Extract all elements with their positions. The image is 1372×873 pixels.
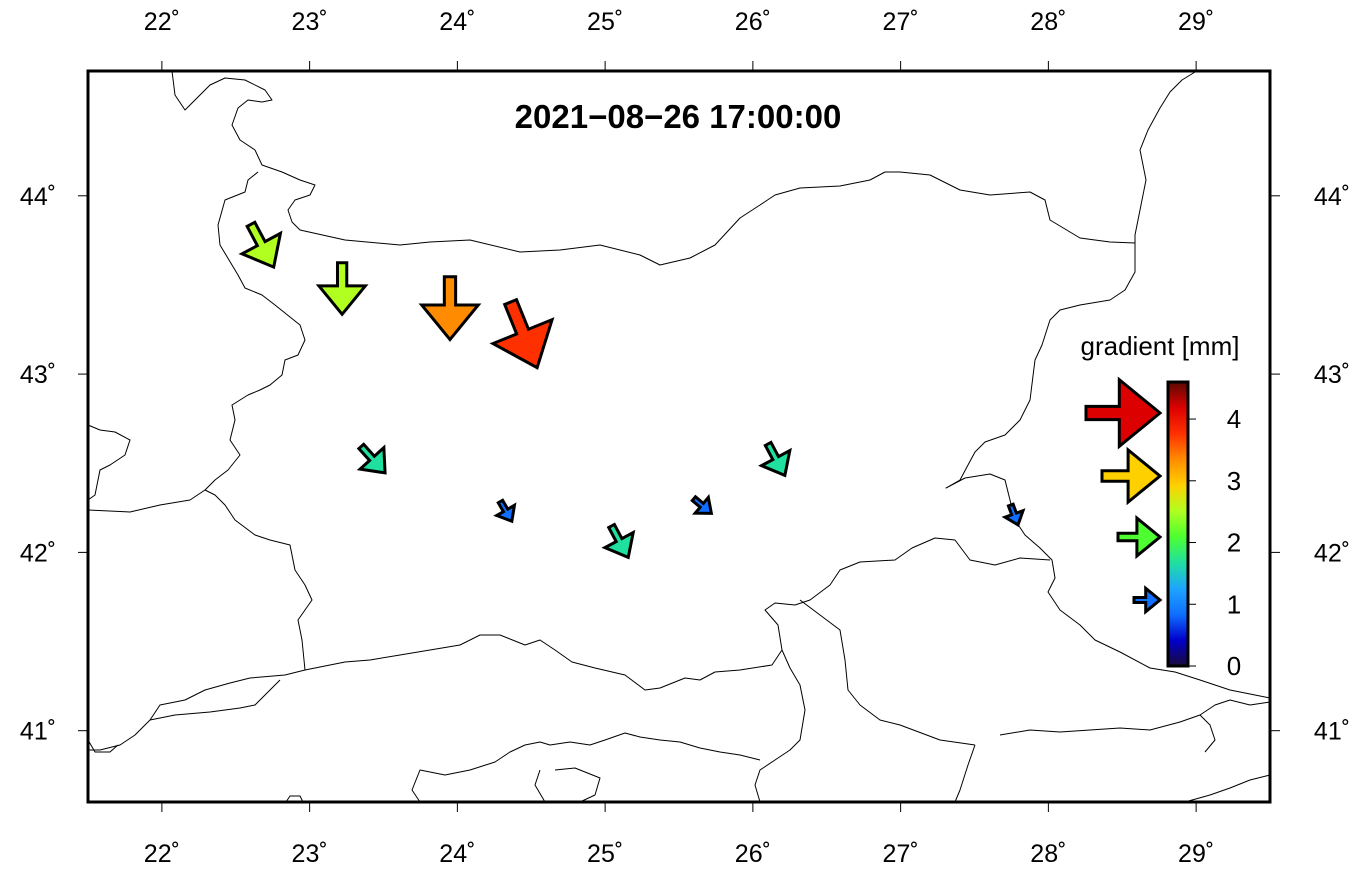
colorbar-tick-label: 0 <box>1227 651 1241 681</box>
station-arrow-s4 <box>489 297 555 370</box>
greece-turkey-border <box>411 649 806 803</box>
lat-label-left: 41˚ <box>20 718 56 746</box>
colorbar-tick-label: 3 <box>1227 466 1241 496</box>
lon-label-bottom: 27˚ <box>883 840 919 868</box>
axis-ticks: 22˚ 22˚ 23˚ 23˚ 24˚ 24˚ 25˚ 25˚ 26˚ 26˚ 27˚ 27˚ 28˚ 2… <box>20 8 1350 868</box>
serbia-romania-border <box>171 70 273 151</box>
lat-label-right: 41˚ <box>1314 718 1350 746</box>
lat-label-left: 42˚ <box>20 539 56 567</box>
colorbar-tick-label: 2 <box>1227 528 1241 558</box>
colorbar-tick-label: 1 <box>1227 589 1241 619</box>
legend-sample-arrows <box>1084 376 1163 615</box>
station-arrow-s8 <box>690 494 714 515</box>
lon-label-top: 25˚ <box>587 8 623 36</box>
lat-label-left: 43˚ <box>20 361 56 389</box>
serbia-west-border <box>87 424 206 513</box>
turkey-border <box>799 599 1271 803</box>
colorbar-ticks: 0 1 2 3 4 <box>1188 404 1241 681</box>
lon-label-top: 28˚ <box>1030 8 1066 36</box>
map-title: 2021−08−26 17:00:00 <box>515 98 842 135</box>
lon-label-bottom: 24˚ <box>439 840 475 868</box>
lon-label-top: 26˚ <box>735 8 771 36</box>
station-arrow-s3 <box>418 275 482 342</box>
station-arrow-s7 <box>601 522 636 560</box>
lon-label-top: 29˚ <box>1178 8 1214 36</box>
lat-label-left: 44˚ <box>20 183 56 211</box>
station-arrow-s10 <box>1001 502 1026 528</box>
lon-label-top: 27˚ <box>883 8 919 36</box>
legend-sample-arrow-3 <box>1100 446 1163 506</box>
map-frame <box>86 69 1272 804</box>
station-arrow-s1 <box>238 220 283 270</box>
map-area <box>88 71 1270 802</box>
lon-label-bottom: 25˚ <box>587 840 623 868</box>
lon-label-top: 22˚ <box>144 8 180 36</box>
station-arrow-s6 <box>493 498 517 524</box>
lon-label-bottom: 29˚ <box>1178 840 1214 868</box>
legend: gradient [mm] 0 1 2 3 4 <box>1081 331 1242 681</box>
coast-detail <box>87 739 304 803</box>
country-borders <box>87 70 1271 803</box>
lat-label-right: 43˚ <box>1314 361 1350 389</box>
legend-sample-arrow-1 <box>1132 585 1163 615</box>
lon-label-bottom: 23˚ <box>292 840 328 868</box>
lon-label-top: 23˚ <box>292 8 328 36</box>
colorbar <box>1166 380 1190 668</box>
station-arrows <box>238 220 1026 560</box>
lon-label-top: 24˚ <box>439 8 475 36</box>
lat-label-right: 42˚ <box>1314 539 1350 567</box>
lon-label-bottom: 26˚ <box>735 840 771 868</box>
legend-title: gradient [mm] <box>1081 331 1240 361</box>
legend-sample-arrow-2 <box>1116 514 1163 560</box>
station-arrow-s2 <box>315 261 369 317</box>
lon-label-bottom: 28˚ <box>1030 840 1066 868</box>
lon-label-bottom: 22˚ <box>144 840 180 868</box>
colorbar-tick-label: 4 <box>1227 404 1241 434</box>
legend-sample-arrow-4 <box>1084 376 1163 450</box>
station-arrow-s5 <box>356 442 387 475</box>
bulgaria-border <box>204 71 1271 699</box>
lat-label-right: 44˚ <box>1314 183 1350 211</box>
station-arrow-s9 <box>758 440 792 478</box>
